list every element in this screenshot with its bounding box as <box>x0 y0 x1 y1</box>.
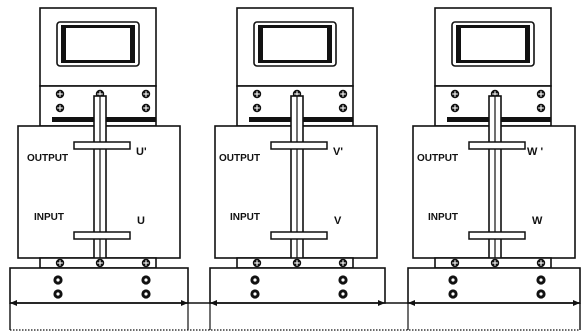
input-label: INPUT <box>34 212 64 223</box>
unit-w: OUTPUT W ' INPUT W <box>412 7 576 290</box>
base-plate-middle <box>209 267 386 304</box>
output-label: OUTPUT <box>417 153 458 164</box>
input-terminal-label: W <box>532 215 543 227</box>
base-rail <box>9 267 581 331</box>
display-window <box>56 21 140 67</box>
input-clamp <box>468 231 526 240</box>
input-terminal-label: U <box>137 215 145 227</box>
output-terminal-label: U' <box>136 146 147 158</box>
unit-u: OUTPUT U' INPUT U <box>17 7 181 290</box>
output-terminal-label: V' <box>333 146 343 158</box>
input-clamp <box>73 231 131 240</box>
input-label: INPUT <box>230 212 260 223</box>
base-plate-left <box>9 267 189 304</box>
input-clamp <box>270 231 328 240</box>
base-plate-right <box>407 267 581 304</box>
display-window <box>253 21 337 67</box>
output-terminal-label: W ' <box>527 146 543 158</box>
input-label: INPUT <box>428 212 458 223</box>
unit-v: OUTPUT V' INPUT V <box>214 7 378 290</box>
output-label: OUTPUT <box>219 153 260 164</box>
output-clamp <box>73 141 131 150</box>
output-clamp <box>270 141 328 150</box>
display-window <box>451 21 535 67</box>
output-clamp <box>468 141 526 150</box>
input-terminal-label: V <box>334 215 342 227</box>
output-label: OUTPUT <box>27 153 68 164</box>
